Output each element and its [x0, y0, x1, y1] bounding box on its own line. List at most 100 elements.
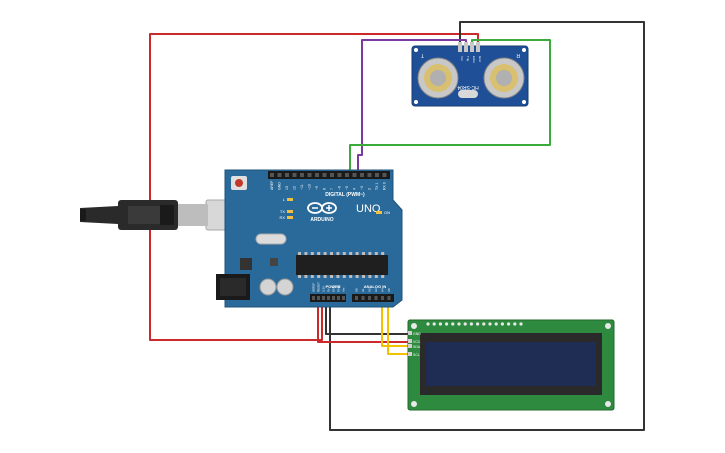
- analog-header-label: ANALOG IN: [364, 284, 387, 289]
- sensor-pin-label: Vcc: [460, 56, 464, 62]
- analog-pin-hole[interactable]: [368, 296, 371, 300]
- digital-pin-hole[interactable]: [300, 173, 304, 177]
- digital-pin-hole[interactable]: [375, 173, 379, 177]
- digital-pin-label: 4: [353, 188, 357, 190]
- analog-pin-hole[interactable]: [374, 296, 378, 300]
- digital-pin-hole[interactable]: [322, 173, 327, 177]
- analog-pin-hole[interactable]: [361, 296, 365, 300]
- digital-pin-label: 13: [285, 186, 289, 190]
- digital-pin-label: ~5: [345, 186, 349, 190]
- lcd-top-pin: [482, 322, 486, 326]
- analog-pin-hole[interactable]: [387, 296, 391, 300]
- chip-leg: [381, 275, 385, 278]
- digital-pin-hole[interactable]: [292, 173, 297, 177]
- chip-leg: [368, 252, 372, 255]
- chip-leg: [349, 275, 353, 278]
- capacitor-left: [259, 278, 277, 296]
- lcd-top-pin: [476, 322, 480, 326]
- transmitter-transducer: [417, 57, 459, 99]
- wire-purple-echo[interactable]: [357, 39, 467, 179]
- led-on-label: ON: [384, 210, 390, 215]
- digital-pin-label: ~9: [315, 186, 319, 190]
- lcd-top-pin: [457, 322, 461, 326]
- digital-pin-hole[interactable]: [307, 173, 312, 177]
- digital-pin-hole[interactable]: [360, 173, 364, 177]
- chip-legs: [298, 252, 385, 278]
- sensor-t-mark: T: [421, 52, 424, 58]
- power-pin-hole[interactable]: [317, 296, 320, 300]
- chip-leg: [349, 252, 353, 255]
- power-header-label: POWER: [325, 284, 340, 289]
- digital-pin-hole[interactable]: [382, 173, 387, 177]
- chip-leg: [381, 252, 385, 255]
- digital-pin-hole[interactable]: [270, 173, 274, 177]
- digital-pin-label: ~3: [360, 186, 364, 190]
- analog-pin-label: A2: [368, 288, 372, 292]
- chip-leg: [317, 252, 321, 255]
- wire-yellow-lcd-sda[interactable]: [381, 301, 411, 347]
- digital-pin-label: ~10: [308, 184, 312, 190]
- digital-pin-label: 12: [293, 186, 297, 190]
- power-pin-label: Vin: [342, 287, 346, 292]
- power-pin-label: IOREF: [312, 283, 316, 292]
- led-tx-icon: [287, 210, 293, 213]
- atmega-chip: [296, 255, 388, 275]
- power-pin-hole[interactable]: [322, 296, 325, 300]
- power-pin-label: 3.3V: [322, 286, 326, 292]
- digital-pin-label: RX 0: [383, 182, 387, 190]
- power-pin-hole[interactable]: [332, 296, 335, 300]
- lcd-top-pin: [494, 322, 498, 326]
- wire-red-lcd-vcc[interactable]: [317, 301, 411, 343]
- digital-pin-label: TX 1: [375, 183, 379, 190]
- power-pin-hole[interactable]: [337, 296, 340, 300]
- lcd-top-pin: [507, 322, 511, 326]
- wire-red-5v-sensor[interactable]: [149, 33, 479, 341]
- chip-leg: [342, 252, 346, 255]
- power-pin-hole[interactable]: [342, 296, 345, 300]
- wire-green-trig[interactable]: [349, 39, 551, 179]
- digital-pin-label: GND: [278, 182, 282, 190]
- lcd-top-pin: [513, 322, 517, 326]
- sensor-pin-label: Echo: [472, 56, 476, 63]
- chip-leg: [362, 275, 365, 278]
- chip-leg: [330, 252, 333, 255]
- digital-pin-hole[interactable]: [337, 173, 342, 177]
- power-pin-hole[interactable]: [327, 296, 330, 300]
- lcd-top-pin: [438, 322, 442, 326]
- lcd-i2c-pins: [408, 331, 412, 356]
- digital-pin-hole[interactable]: [367, 173, 372, 177]
- chip-leg: [374, 252, 378, 255]
- lcd-pin-label: GND: [413, 332, 421, 336]
- digital-pin-hole[interactable]: [345, 173, 349, 177]
- chip-leg: [368, 275, 372, 278]
- analog-pin-label: A0: [355, 288, 359, 292]
- wire-yellow-lcd-scl[interactable]: [387, 301, 411, 355]
- analog-pin-hole[interactable]: [381, 296, 384, 300]
- chip-leg: [336, 275, 340, 278]
- led-rx-label: RX: [279, 215, 285, 220]
- analog-pin-hole[interactable]: [355, 296, 358, 300]
- digital-pin-hole[interactable]: [315, 173, 319, 177]
- led-on-icon: [376, 211, 382, 214]
- analog-pin-label: A4: [381, 288, 385, 292]
- wire-black-gnd-sensor[interactable]: [329, 21, 645, 431]
- power-pin-hole[interactable]: [312, 296, 315, 300]
- digital-pin-hole[interactable]: [277, 173, 282, 177]
- reset-button-cap[interactable]: [235, 179, 243, 187]
- digital-pin-label: 2: [368, 188, 372, 190]
- brand-label: ARDUINO: [310, 217, 333, 223]
- usb-cable[interactable]: [80, 199, 249, 231]
- digital-pin-hole[interactable]: [330, 173, 334, 177]
- lcd-top-pin: [519, 322, 523, 326]
- digital-pin-label: 8: [323, 188, 327, 190]
- led-l-icon: [287, 198, 293, 201]
- digital-pin-hole[interactable]: [285, 173, 289, 177]
- led-l-label: L: [283, 197, 286, 202]
- digital-pin-hole[interactable]: [352, 173, 357, 177]
